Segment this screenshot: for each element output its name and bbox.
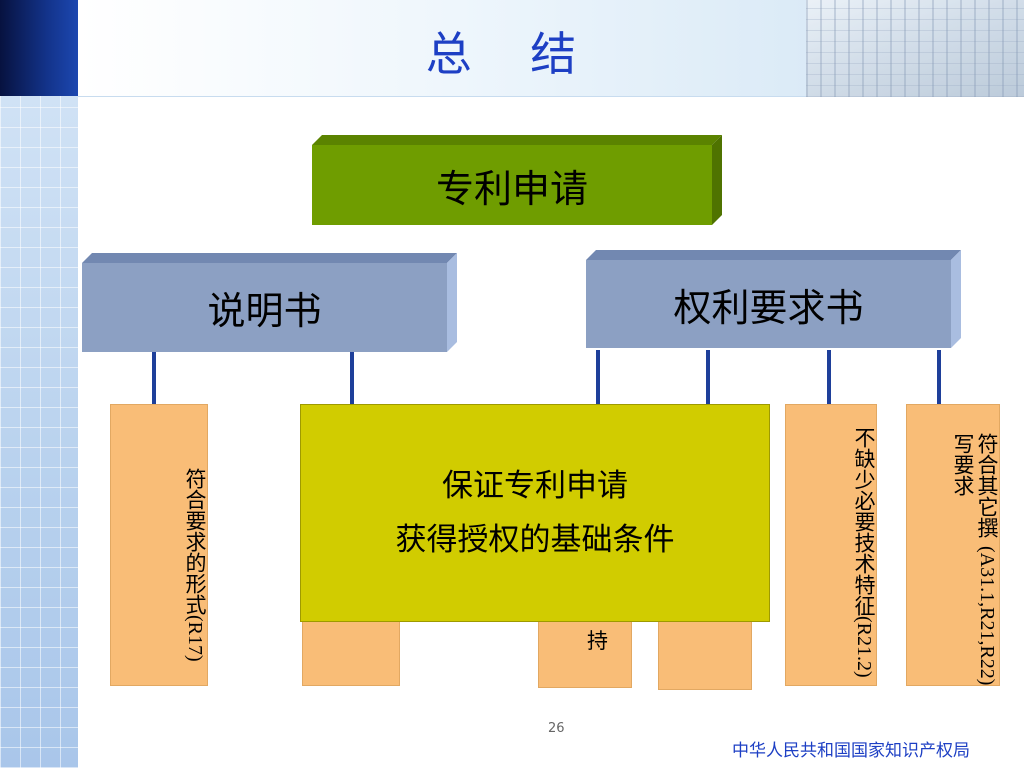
center-line-2: 获得授权的基础条件 (395, 522, 675, 558)
card-other-requirements: 符合其它撰写要求 (A31.1,R21,R22) (906, 404, 1000, 686)
connector-line (152, 352, 156, 408)
card-technical-text: 不缺少必要技术特征 (852, 426, 876, 616)
card-form-ref: (R17) (184, 615, 206, 662)
connector-line (937, 350, 941, 406)
header-band (78, 0, 1024, 97)
root-box-label: 专利申请 (435, 166, 588, 211)
page-number: 26 (548, 721, 565, 736)
claims-box-label: 权利要求书 (673, 285, 864, 330)
card-form-text: 符合要求的形式 (183, 468, 207, 616)
slide-title: 总 结 (425, 27, 599, 81)
left-dark-corner (0, 0, 78, 96)
connector-line (596, 350, 600, 404)
card-other-ref: (A31.1,R21,R22) (976, 545, 998, 685)
connector-line (350, 352, 354, 404)
card-hidden-2-text: 持 (587, 629, 608, 653)
claims-box: 权利要求书 (586, 260, 951, 348)
description-box-label: 说明书 (207, 289, 322, 333)
description-box: 说明书 (82, 263, 447, 352)
center-summary-box: 保证专利申请 获得授权的基础条件 (300, 404, 770, 622)
organization-name: 中华人民共和国国家知识产权局 (732, 741, 970, 761)
card-other-text: 符合其它撰写要求 (951, 433, 999, 538)
card-technical-ref: (R21.2) (853, 615, 875, 678)
building-image (806, 0, 1024, 97)
root-box: 专利申请 (312, 145, 712, 225)
card-technical-features: 不缺少必要技术特征 (R21.2) (785, 404, 877, 686)
connector-line (827, 350, 831, 406)
center-line-1: 保证专利申请 (442, 468, 628, 504)
card-form-requirement: 符合要求的形式 (R17) (110, 404, 208, 686)
left-decorative-bar (0, 0, 78, 768)
connector-line (706, 350, 710, 404)
